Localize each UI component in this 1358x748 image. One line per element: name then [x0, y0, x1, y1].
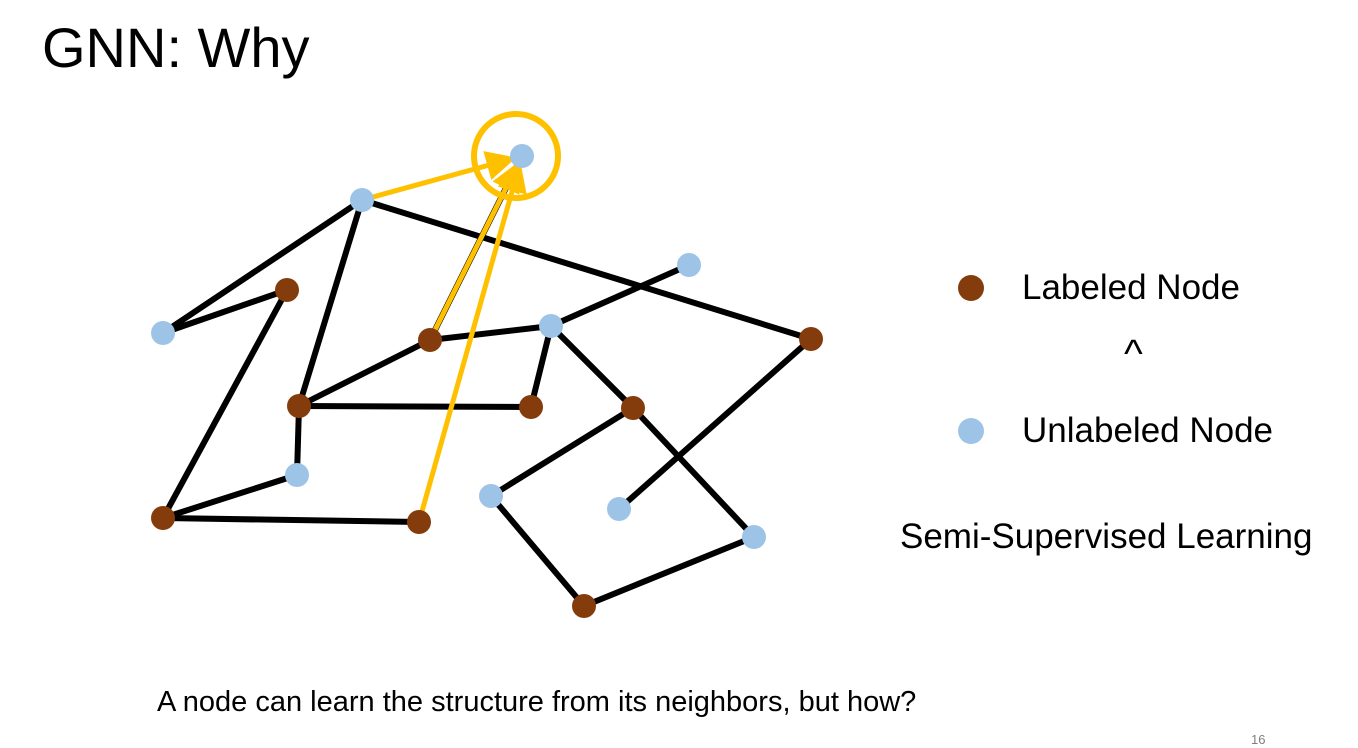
legend-unlabeled: Unlabeled Node	[958, 411, 1273, 451]
legend-labeled: Labeled Node	[958, 268, 1240, 308]
unlabeled-node-u4	[539, 314, 563, 338]
page-number: 16	[1251, 732, 1266, 747]
labeled-node-l6	[407, 510, 431, 534]
edge-u4-u2	[548, 262, 692, 329]
unlabeled-node-u2	[677, 253, 701, 277]
unlabeled-node-u1	[350, 188, 374, 212]
legend-labeled-label: Labeled Node	[1022, 268, 1240, 307]
edge-l3-l6	[160, 515, 422, 525]
edge-u1-l9	[359, 197, 814, 342]
edge-u4-l7	[548, 323, 636, 411]
labeled-node-l5	[519, 395, 543, 419]
edge-u6-l8	[488, 493, 587, 609]
legend-unlabeled-label: Unlabeled Node	[1022, 411, 1274, 450]
edge-u1-u3	[160, 197, 365, 336]
edge-u5-l3	[160, 472, 300, 521]
edge-l8-u8	[581, 534, 757, 609]
unlabeled-node-u7	[607, 497, 631, 521]
edge-l2-l5	[296, 403, 534, 410]
message-arrows	[361, 151, 527, 523]
subtitle: Semi-Supervised Learning	[900, 517, 1313, 556]
slide-title: GNN: Why	[42, 16, 310, 79]
labeled-node-l8	[572, 594, 596, 618]
edge-u4-l5	[528, 323, 554, 410]
legend-relation-symbol: ^	[1124, 332, 1143, 376]
edge-l1-l3	[160, 287, 290, 521]
labeled-node-l9	[799, 327, 823, 351]
graph-edges	[160, 153, 814, 609]
unlabeled-node-swatch	[958, 418, 984, 444]
message-arrow-l4	[427, 161, 520, 342]
edge-l9-u7	[616, 336, 814, 512]
unlabeled-node-target	[510, 144, 534, 168]
unlabeled-node-u8	[742, 525, 766, 549]
edge-l2-l4	[296, 337, 433, 409]
edge-l4-u4	[427, 323, 554, 343]
edge-l7-u6	[488, 405, 636, 499]
message-arrow-u1	[361, 151, 517, 203]
message-arrow-l6	[416, 161, 527, 523]
caption: A node can learn the structure from its …	[157, 686, 917, 718]
labeled-node-l4	[418, 328, 442, 352]
graph-nodes	[151, 144, 823, 618]
unlabeled-node-u3	[151, 321, 175, 345]
labeled-node-l1	[275, 278, 299, 302]
edge-l7-u8	[630, 405, 757, 540]
labeled-node-l7	[621, 396, 645, 420]
labeled-node-swatch	[958, 275, 984, 301]
labeled-node-l3	[151, 506, 175, 530]
edge-u1-l2	[296, 197, 365, 409]
unlabeled-node-u5	[285, 463, 309, 487]
target-node-ring	[471, 111, 561, 201]
unlabeled-node-u6	[479, 484, 503, 508]
edge-u3-l1	[160, 287, 290, 336]
labeled-node-l2	[287, 394, 311, 418]
